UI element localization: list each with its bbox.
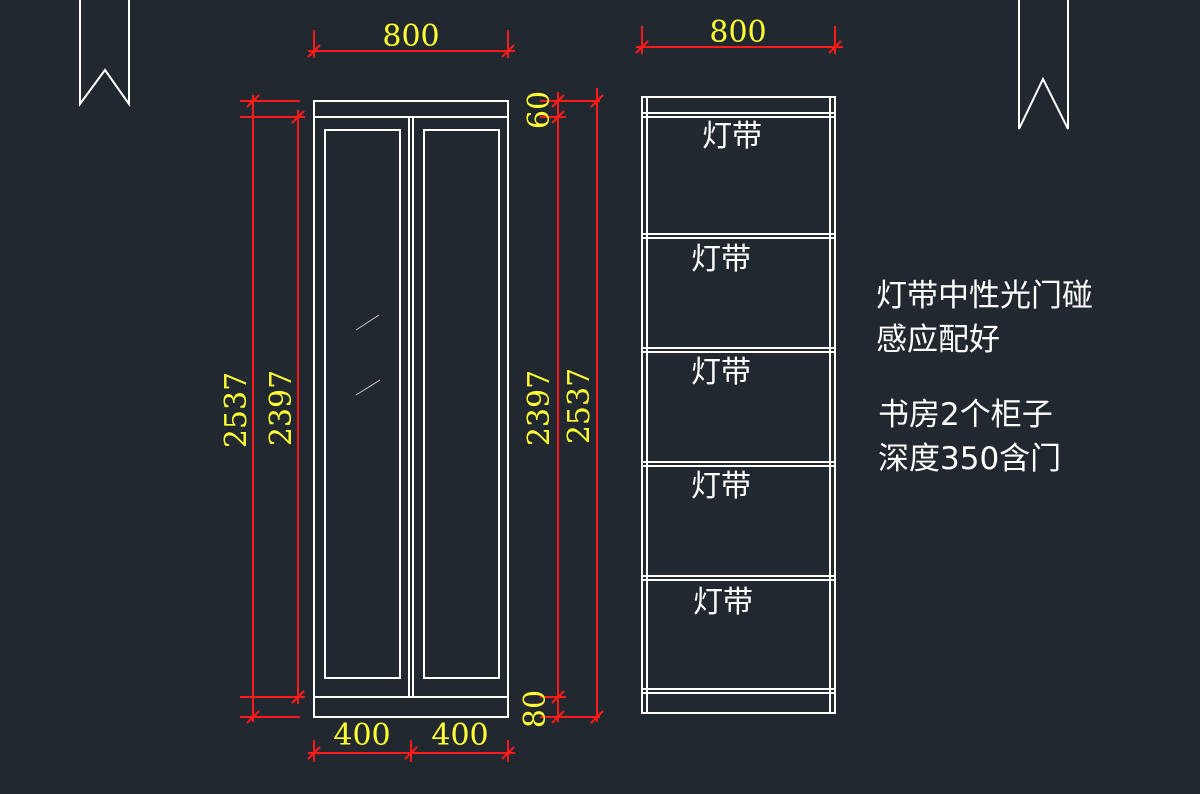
cabinet-outline	[313, 100, 509, 718]
dim-right-door-label: 400	[431, 718, 488, 753]
dim-side-width-label: 800	[709, 15, 766, 50]
dim-right-inner-label: 2397	[522, 370, 557, 446]
dim-side-width	[635, 26, 843, 54]
dim-left-door-label: 400	[333, 718, 390, 753]
shelf-led-label-2: 灯带	[691, 242, 751, 277]
side-cabinet-outline	[641, 96, 836, 714]
shelf-led-label-4: 灯带	[691, 469, 751, 504]
dim-bottom-gap-label: 80	[518, 690, 553, 728]
note-line-2: 感应配好	[876, 322, 1000, 358]
dim-top-gap-label: 60	[522, 91, 557, 129]
note-line-4: 深度350含门	[878, 441, 1062, 477]
note-line-1: 灯带中性光门碰	[876, 278, 1093, 314]
left-door-glass	[324, 129, 401, 679]
dim-right-total-label: 2537	[562, 368, 597, 444]
dim-front-height-inner-label: 2397	[264, 370, 299, 446]
dim-front-door-widths	[307, 740, 515, 762]
shelf-led-label-5: 灯带	[693, 585, 753, 620]
ribbon-marker-left	[79, 0, 130, 108]
shelf-led-label-3: 灯带	[691, 355, 751, 390]
dim-front-height-total-label: 2537	[219, 372, 254, 448]
front-elevation	[313, 100, 509, 718]
glass-reflection-1	[355, 314, 380, 331]
note-line-3: 书房2个柜子	[878, 397, 1053, 433]
note-cabinet-spec: 书房2个柜子 深度350含门	[878, 393, 1061, 481]
dim-front-width	[307, 30, 515, 58]
glass-reflection-2	[355, 379, 381, 396]
dim-front-width-label: 800	[382, 19, 439, 54]
dim-front-height-inner	[240, 110, 305, 704]
dim-front-height-total	[240, 94, 300, 724]
ribbon-marker-right	[1018, 0, 1069, 130]
side-elevation	[641, 96, 836, 714]
dim-front-right-chain	[540, 88, 604, 724]
right-door-glass	[423, 129, 500, 679]
note-lighting: 灯带中性光门碰 感应配好	[876, 274, 1093, 362]
shelf-led-label-1: 灯带	[702, 119, 762, 154]
